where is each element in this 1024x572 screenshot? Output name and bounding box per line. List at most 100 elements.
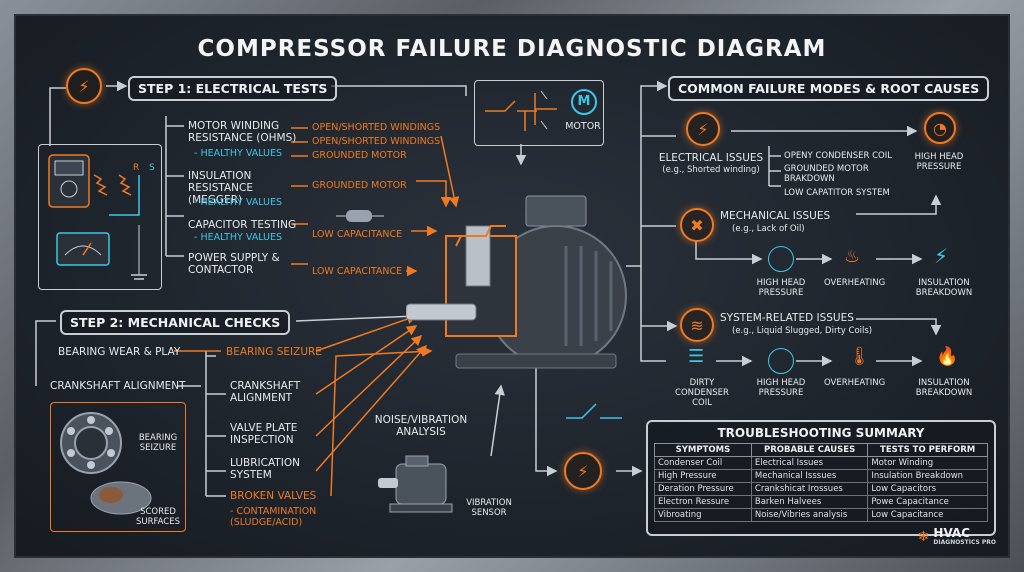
- table-cell: Mechanical Isssues: [750, 469, 869, 483]
- table-cell: Noise/Vibries analysis: [750, 508, 869, 522]
- healthy-values-2: - HEALTHY VALUES: [194, 197, 283, 208]
- label-bearing-seizure: BEARING SEIZURE: [138, 433, 178, 453]
- fault-low-capacitance-1: LOW CAPACITANCE: [312, 229, 403, 240]
- connector-lines: [35, 80, 942, 497]
- mech-spark-icon: ⚡: [934, 244, 949, 268]
- electrical-issues-title: ELECTRICAL ISSUES: [658, 152, 764, 164]
- table-cell: Powe Capacitance: [867, 495, 988, 509]
- fault-grounded-1: GROUNDED MOTOR: [312, 150, 407, 161]
- bearing-icon: [60, 412, 152, 515]
- lightning-icon: ⚡: [66, 68, 102, 104]
- logo-line2: DIAGNOSTICS PRO: [933, 539, 996, 546]
- bearing-illustration-box: BEARING SEIZURE SCORED SURFACES: [50, 402, 186, 532]
- table-row: Condenser Coil Electrical Issues Motor W…: [654, 456, 988, 470]
- table-cell: Low Capacitors: [867, 482, 988, 496]
- test-insulation: INSULATION RESISTANCE (MEGGER): [188, 170, 253, 206]
- col-tests: TESTS TO PERFORM: [867, 443, 988, 457]
- page-title: COMPRESSOR FAILURE DIAGNOSTIC DIAGRAM: [197, 36, 827, 62]
- pressure-gauge-icon: ◔: [924, 112, 956, 144]
- check-crankshaft-alignment: CRANKSHAFT ALIGNMENT: [50, 380, 186, 392]
- multimeter-icon: [48, 154, 147, 280]
- coil-icon: ≋: [680, 308, 714, 342]
- table-cell: Insulation Breakdown: [867, 469, 988, 483]
- switch-icon: [566, 403, 622, 419]
- table-cell: Electron Ressure: [654, 495, 752, 509]
- fault-grounded-2: GROUNDED MOTOR: [312, 180, 407, 191]
- test-capacitor: CAPACITOR TESTING: [188, 219, 297, 231]
- vibration-sensor-label: VIBRATION SENSOR: [466, 498, 512, 518]
- mech-heat-icon: ♨: [844, 246, 861, 267]
- thermometer-icon: 🌡: [848, 346, 871, 367]
- fault-open-shorted-2: OPEN/SHORTED WINDINGS: [312, 136, 441, 147]
- mech-chain-3: INSULATION BREAKDOWN: [915, 278, 973, 298]
- compressor-cutaway: [406, 195, 627, 369]
- brand-logo: ❄ HVAC DIAGNOSTICS PRO: [918, 527, 996, 546]
- table-row: Vibroating Noise/Vibries analysis Low Ca…: [654, 508, 988, 522]
- electrical-cause-2: GROUNDED MOTOR BRAKDOWN: [784, 164, 869, 184]
- motor-label: MOTOR: [565, 121, 601, 132]
- fire-icon: 🔥: [936, 346, 959, 367]
- table-row: Electron Ressure Barken Halvees Powe Cap…: [654, 495, 988, 509]
- col-symptoms: SYMPTOMS: [654, 443, 752, 457]
- healthy-values-1: - HEALTHY VALUES: [194, 148, 283, 159]
- snowflake-icon: ❄: [917, 528, 930, 545]
- table-cell: Electrical Issues: [750, 456, 869, 470]
- vibration-motor-icon: [378, 455, 453, 513]
- table-cell: Vibroating: [654, 508, 752, 522]
- table-cell: High Pressure: [654, 469, 752, 483]
- col-causes: PROBABLE CAUSES: [750, 443, 869, 457]
- electrical-cause-3: LOW CAPATITOR SYSTEM: [784, 188, 890, 198]
- electrical-result: HIGH HEAD PRESSURE: [914, 152, 964, 172]
- table-cell: Motor Winding: [867, 456, 988, 470]
- meter-label-r: R: [133, 163, 140, 173]
- system-issues-subtitle: (e.g., Liquid Slugged, Dirty Coils): [732, 326, 873, 336]
- summary-heading: TROUBLESHOOTING SUMMARY: [717, 426, 925, 440]
- mechanical-issues-subtitle: (e.g., Lack of Oil): [732, 224, 805, 234]
- branch-contamination: - CONTAMINATION (SLUDGE/ACID): [230, 506, 317, 528]
- table-cell: Deration Pressure: [654, 482, 752, 496]
- condenser-coil-icon: ☰: [688, 346, 705, 367]
- power-fault-icon: ⚡: [564, 452, 602, 490]
- electrical-issues-subtitle: (e.g., Shorted winding): [662, 165, 760, 175]
- table-cell: Condenser Coil: [654, 456, 752, 470]
- mech-gauge-icon: [768, 246, 794, 272]
- meter-label-s: S: [149, 163, 155, 173]
- diagram-board: COMPRESSOR FAILURE DIAGNOSTIC DIAGRAM ⚡ …: [14, 14, 1010, 558]
- test-power-supply: POWER SUPPLY & CONTACTOR: [188, 252, 280, 276]
- capacitor-icon: [336, 210, 384, 222]
- electrical-cause-1: OPENY CONDENSER COIL: [784, 151, 892, 161]
- switch-circuit-icon: [485, 90, 557, 131]
- fault-low-capacitance-2: LOW CAPACITANCE: [312, 266, 403, 277]
- branch-broken-valves: BROKEN VALVES: [230, 490, 317, 502]
- step1-heading: STEP 1: ELECTRICAL TESTS: [128, 76, 338, 101]
- logo-line1: HVAC: [933, 526, 971, 540]
- branch-valve-plate: VALVE PLATE INSPECTION: [230, 422, 298, 446]
- test-motor-winding: MOTOR WINDING RESISTANCE (OHMS): [188, 120, 297, 144]
- test-meter-panel: R S: [38, 144, 162, 290]
- troubleshooting-summary: TROUBLESHOOTING SUMMARY SYMPTOMS PROBABL…: [646, 420, 996, 536]
- system-issues-title: SYSTEM-RELATED ISSUES: [720, 312, 854, 324]
- branch-bearing-seizure: BEARING SEIZURE: [226, 346, 322, 358]
- label-scored-surfaces: SCORED SURFACES: [136, 507, 180, 527]
- table-cell: Low Capacitance: [867, 508, 988, 522]
- healthy-values-3: - HEALTHY VALUES: [194, 232, 283, 243]
- summary-table: SYMPTOMS PROBABLE CAUSES TESTS TO PERFOR…: [654, 443, 988, 522]
- table-row: High Pressure Mechanical Isssues Insulat…: [654, 469, 988, 483]
- motor-symbol: M: [571, 89, 597, 115]
- system-chain-3: OVERHEATING: [824, 378, 886, 388]
- system-chain-2: HIGH HEAD PRESSURE: [756, 378, 806, 398]
- system-chain-1: DIRTY CONDENSER COIL: [675, 378, 729, 408]
- table-cell: Barken Halvees: [750, 495, 869, 509]
- branch-crankshaft: CRANKSHAFT ALIGNMENT: [230, 380, 301, 404]
- failures-heading: COMMON FAILURE MODES & ROOT CAUSES: [668, 76, 990, 101]
- mech-chain-1: HIGH HEAD PRESSURE: [756, 278, 806, 298]
- table-row: Deration Pressure Crankshicat Irossues L…: [654, 482, 988, 496]
- branch-lubrication: LUBRICATION SYSTEM: [230, 457, 300, 481]
- motor-schematic: M MOTOR: [474, 80, 604, 146]
- electrical-issue-icon: ⚡: [686, 112, 720, 146]
- sys-gauge-icon: [768, 348, 794, 374]
- wrench-icon: ✖: [680, 208, 714, 242]
- mechanical-issues-title: MECHANICAL ISSUES: [720, 210, 831, 222]
- table-cell: Crankshicat Irossues: [750, 482, 869, 496]
- system-chain-4: INSULATION BREAKDOWN: [915, 378, 973, 398]
